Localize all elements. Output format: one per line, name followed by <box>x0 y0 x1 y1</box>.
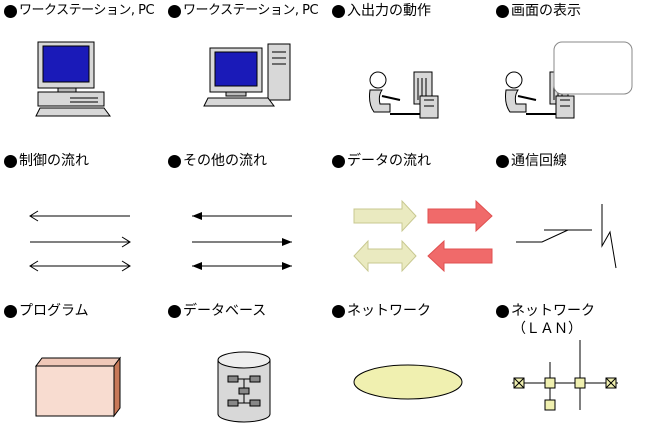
other-flow-arrows-icon <box>192 212 292 270</box>
legend-label: 画面の表示 <box>511 3 581 19</box>
legend-cell-data-flow: データの流れ <box>328 150 493 294</box>
legend-cell-other-flow: その他の流れ <box>164 150 328 294</box>
legend-label: データベース <box>183 303 267 319</box>
bullet-icon <box>4 4 17 18</box>
legend-cell-program: プログラム <box>0 300 164 444</box>
bullet-icon <box>168 304 181 318</box>
legend-label: ネットワーク <box>347 303 431 319</box>
legend-label: ワークステーション, PC <box>19 3 155 18</box>
legend-label: ネットワーク <box>511 303 595 319</box>
screen-display-icon <box>505 41 633 119</box>
network-ellipse-icon <box>353 364 463 400</box>
bullet-icon <box>332 4 345 18</box>
legend-label: プログラム <box>19 303 89 319</box>
bullet-icon <box>496 154 509 168</box>
bullet-icon <box>332 304 345 318</box>
legend-label: その他の流れ <box>183 153 267 169</box>
legend-cell-workstation-pc-2: ワークステーション, PC <box>164 0 328 144</box>
program-box-icon <box>35 356 121 418</box>
legend-label: ワークステーション, PC <box>183 3 319 18</box>
legend-cell-screen-display: 画面の表示 <box>492 0 656 144</box>
workstation-tower-icon <box>203 43 291 107</box>
legend-cell-control-flow: 制御の流れ <box>0 150 164 294</box>
database-cylinder-icon <box>217 351 271 423</box>
bullet-icon <box>496 304 509 318</box>
control-flow-arrows-icon <box>29 210 131 272</box>
workstation-pc-icon <box>35 41 111 117</box>
legend-sublabel: （ＬＡＮ） <box>512 321 582 337</box>
legend-cell-database: データベース <box>164 300 328 444</box>
bullet-icon <box>4 154 17 168</box>
bullet-icon <box>168 4 181 18</box>
person-at-computer-icon <box>369 71 439 119</box>
legend-label: データの流れ <box>347 153 431 169</box>
legend-label: 制御の流れ <box>19 153 89 169</box>
legend-cell-workstation-pc-1: ワークステーション, PC <box>0 0 164 144</box>
bullet-icon <box>4 304 17 318</box>
data-flow-arrows-icon <box>353 199 493 273</box>
communication-line-icon <box>516 204 617 269</box>
legend-cell-communication-line: 通信回線 <box>492 150 656 294</box>
lan-bus-icon <box>512 340 618 411</box>
legend-cell-network: ネットワーク <box>328 300 492 444</box>
legend-cell-network-lan: ネットワーク （ＬＡＮ） <box>492 300 656 444</box>
bullet-icon <box>168 154 181 168</box>
legend-label: 入出力の動作 <box>347 3 431 19</box>
legend-label: 通信回線 <box>511 153 567 169</box>
legend-cell-io-operation: 入出力の動作 <box>328 0 492 144</box>
bullet-icon <box>496 4 509 18</box>
bullet-icon <box>332 154 345 168</box>
